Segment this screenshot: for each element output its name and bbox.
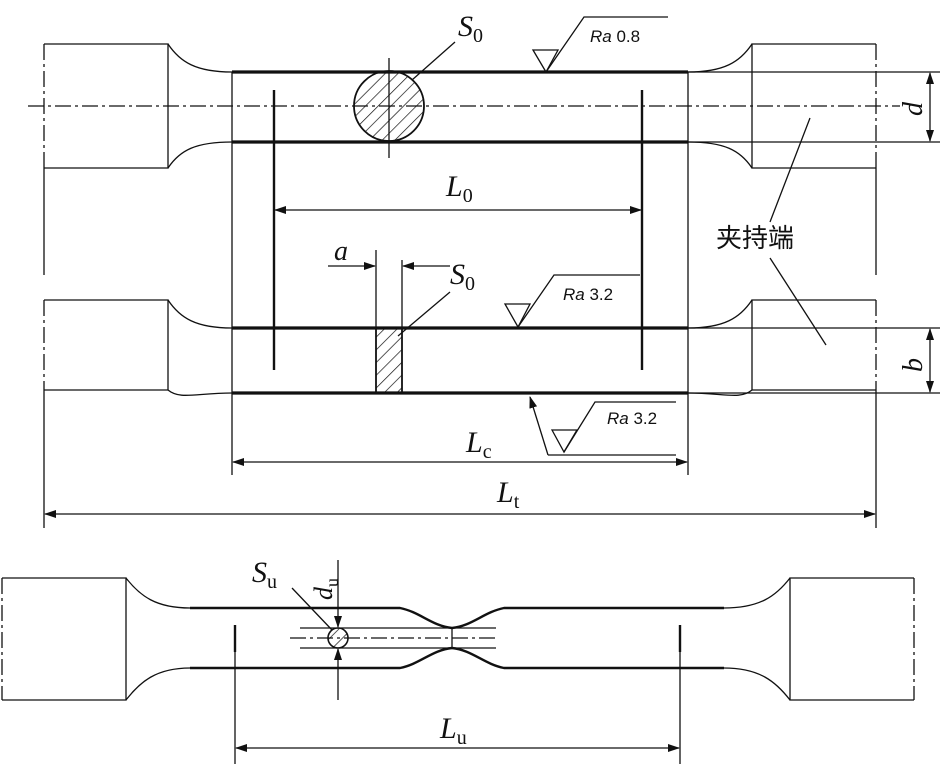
lu-label: Lu (439, 712, 467, 749)
necked-specimen: Su du (1, 556, 915, 764)
diameter-dimension: d (688, 71, 940, 143)
flat-cross-section (375, 327, 403, 394)
svg-text:Ra 3.2: Ra 3.2 (607, 409, 657, 428)
l0-dimension: L0 (274, 170, 642, 214)
clamp-end-callout: 夹持端 (716, 117, 827, 346)
fracture-cross-section (327, 627, 349, 649)
lt-dimension: Lt (44, 476, 876, 518)
flat-specimen: a S0 Ra 3.2 Ra 3.2 b (43, 236, 940, 528)
roughness-symbol-ra32-top: Ra 3.2 (503, 274, 640, 329)
b-label: b (898, 358, 929, 372)
svg-text:Ra 3.2: Ra 3.2 (563, 285, 613, 304)
l0-label: L0 (445, 170, 473, 207)
s0-mid-label: S0 (450, 258, 475, 295)
lc-label: Lc (465, 426, 492, 463)
width-dimension: b (688, 327, 940, 394)
round-specimen: S0 Ra 0.8 d (28, 10, 940, 475)
roughness-symbol-ra08: Ra 0.8 (531, 16, 668, 74)
lc-dimension: Lc (232, 426, 688, 466)
fracture-diameter-dimension: du (309, 560, 342, 700)
s0-top-label: S0 (458, 10, 483, 47)
thickness-dimension: a (328, 236, 450, 270)
roughness-symbol-ra32-bottom: Ra 3.2 (529, 396, 676, 456)
d-label: d (898, 101, 929, 116)
su-label: Su (252, 556, 277, 593)
a-label: a (334, 236, 348, 267)
round-cross-section (353, 58, 425, 158)
du-label: du (309, 578, 342, 600)
svg-text:Ra 0.8: Ra 0.8 (590, 27, 640, 46)
clamp-end-label: 夹持端 (716, 224, 794, 254)
lt-label: Lt (496, 476, 520, 513)
lu-dimension: Lu (235, 712, 680, 752)
